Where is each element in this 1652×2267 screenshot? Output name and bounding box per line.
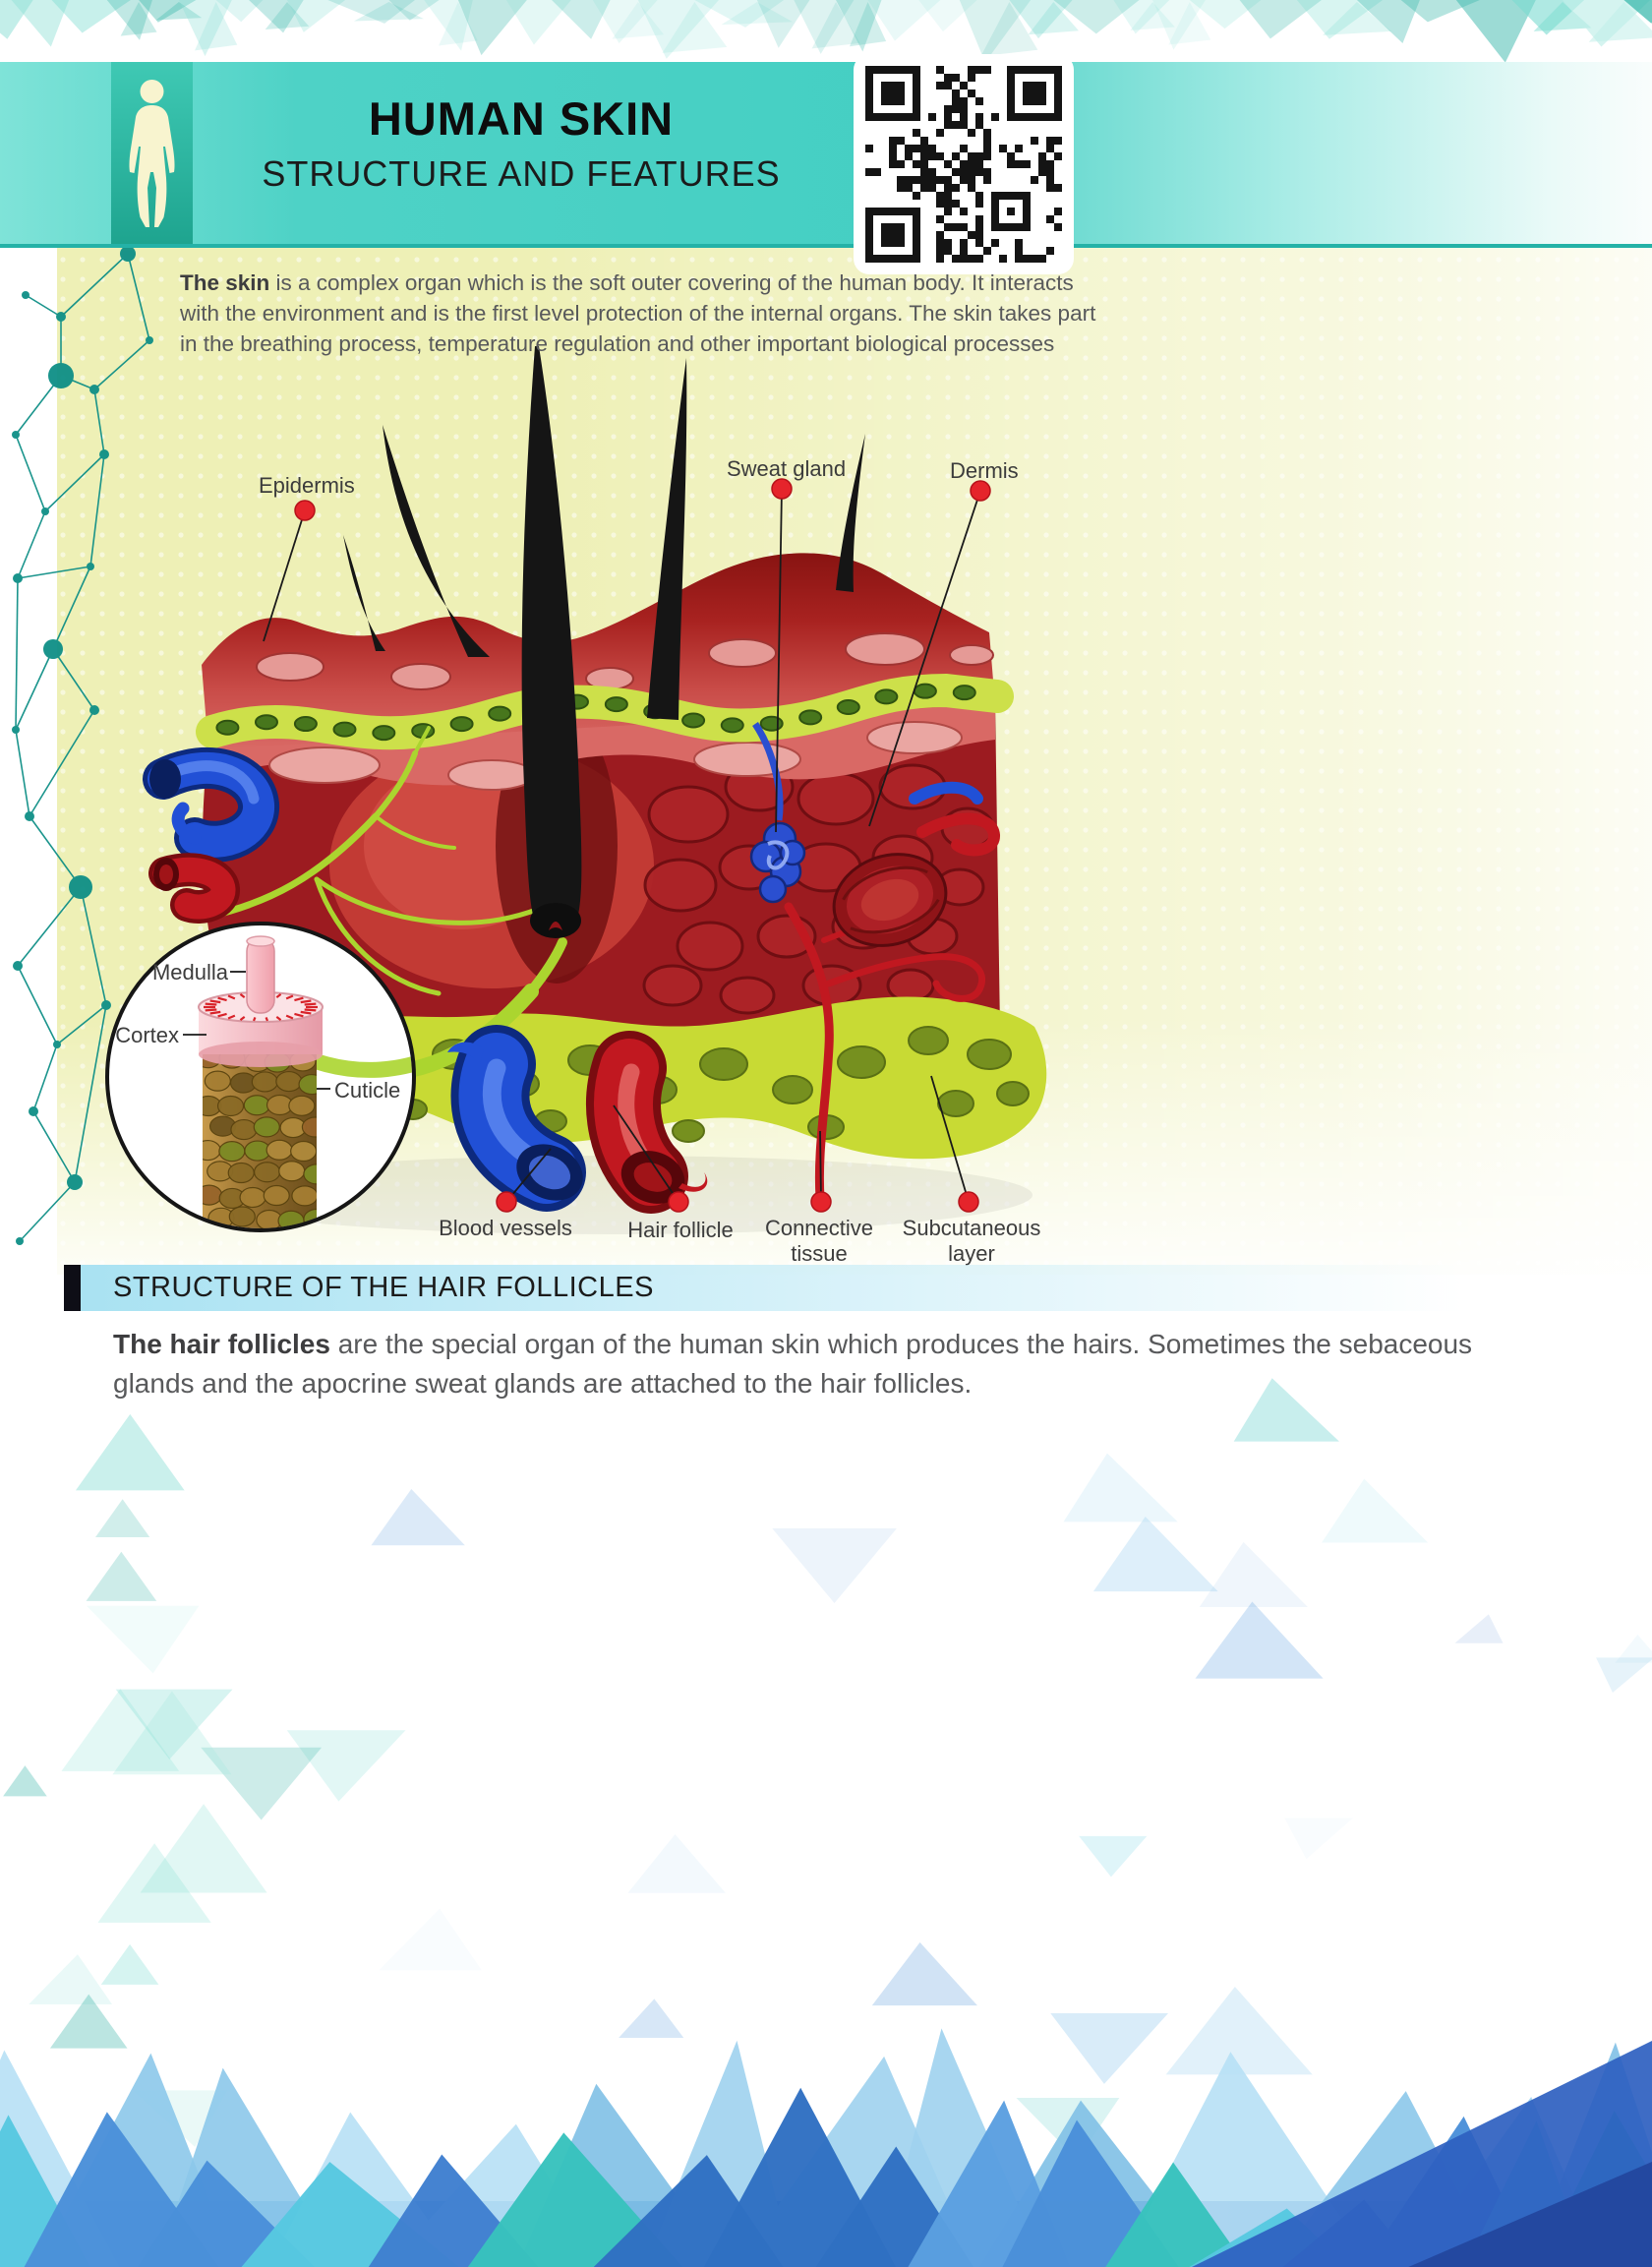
- medulla-tube: [246, 937, 275, 1014]
- top-triangle-pattern: [0, 0, 1652, 63]
- hairs: [343, 346, 865, 936]
- page-subtitle: STRUCTURE AND FEATURES: [262, 153, 781, 194]
- follicles-text: are the special organ of the human skin …: [113, 1329, 1473, 1399]
- network-decoration: [12, 246, 153, 1245]
- label-epidermis: Epidermis: [259, 473, 355, 498]
- label-dermis: Dermis: [950, 458, 1019, 483]
- label-marker-dots: [294, 478, 991, 1213]
- label-hair-follicle: Hair follicle: [627, 1218, 734, 1242]
- human-body-icon: [111, 62, 193, 244]
- label-connective-tissue: Connective tissue: [764, 1216, 874, 1267]
- sweat-gland-shape: [749, 722, 806, 904]
- page-title: HUMAN SKIN: [368, 92, 675, 145]
- label-cortex: Cortex: [115, 1023, 179, 1047]
- intro-text: is a complex organ which is the soft out…: [180, 270, 1096, 357]
- cuticle-cylinder: [203, 1050, 317, 1228]
- intro-paragraph: The skin is a complex organ which is the…: [180, 268, 1114, 359]
- label-cuticle: Cuticle: [334, 1078, 401, 1103]
- follicles-paragraph: The hair follicles are the special organ…: [113, 1325, 1549, 1403]
- blood-vessel-left-red: [148, 853, 240, 924]
- section-accent-bar: [64, 1265, 81, 1311]
- intro-lead: The skin: [180, 270, 270, 295]
- section-title: STRUCTURE OF THE HAIR FOLLICLES: [113, 1272, 654, 1303]
- blood-vessel-left-blue: [143, 746, 279, 863]
- label-medulla: Medulla: [151, 960, 228, 984]
- bottom-triangle-pattern: [0, 1378, 1652, 2267]
- skin-cross-section-illustration: [143, 346, 1047, 1234]
- hair-structure-inset: [105, 922, 416, 1232]
- qr-code-icon: [854, 54, 1074, 274]
- label-pointer-lines: [183, 488, 981, 1203]
- label-blood-vessels: Blood vessels: [439, 1216, 572, 1240]
- label-sweat-gland: Sweat gland: [727, 456, 847, 481]
- muscle-bundle: [832, 853, 948, 947]
- label-subcutaneous-layer: Subcutaneous layer: [902, 1216, 1041, 1267]
- section-header-band: STRUCTURE OF THE HAIR FOLLICLES: [81, 1265, 1652, 1311]
- header-band: HUMAN SKIN STRUCTURE AND FEATURES: [0, 62, 1652, 248]
- header-titles: HUMAN SKIN STRUCTURE AND FEATURES: [177, 91, 865, 195]
- hair-follicle-bulb: [530, 903, 581, 938]
- follicles-lead: The hair follicles: [113, 1329, 330, 1359]
